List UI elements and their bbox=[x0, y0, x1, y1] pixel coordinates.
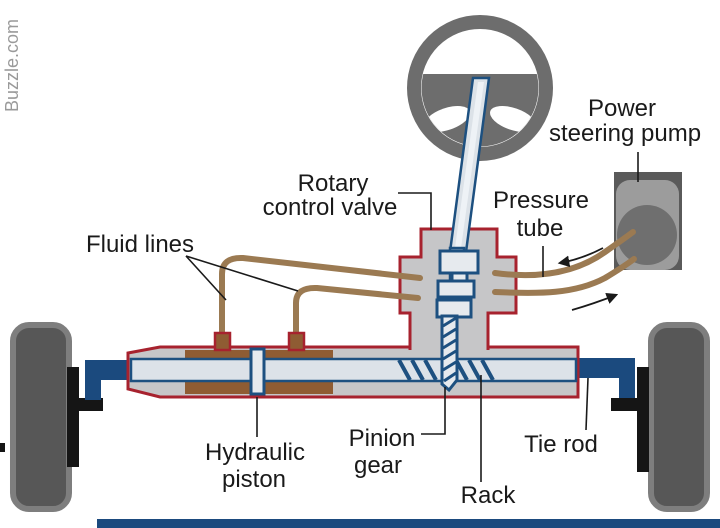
leader-tie-rod bbox=[585, 377, 589, 431]
flow-arrow-left-icon bbox=[557, 247, 604, 268]
fluid-line-1 bbox=[219, 254, 423, 351]
label-tie-rod: Tie rod bbox=[524, 431, 598, 458]
label-pump-line1: Power bbox=[588, 95, 656, 122]
pump-pulley bbox=[617, 205, 677, 265]
pressure-tube-lower bbox=[492, 256, 637, 296]
rotary-control-valve bbox=[435, 246, 480, 393]
flow-arrow-right-icon bbox=[571, 292, 619, 311]
bottom-border-bar bbox=[97, 519, 720, 528]
pinion-threads bbox=[442, 316, 457, 383]
steering-wheel-cutout-right bbox=[490, 105, 536, 133]
column-highlight bbox=[455, 82, 484, 248]
rack-teeth bbox=[397, 359, 495, 381]
wheel-left bbox=[0, 322, 103, 512]
leader-fluid-line-1 bbox=[185, 255, 227, 301]
rack-interior bbox=[129, 347, 578, 396]
pinion-gear bbox=[440, 314, 459, 393]
label-rotary-line2: control valve bbox=[263, 194, 398, 221]
tire-right bbox=[648, 322, 710, 512]
valve-spool-upper bbox=[438, 249, 480, 275]
watermark-text: Buzzle.com bbox=[2, 19, 22, 112]
tie-rod-right bbox=[576, 358, 635, 398]
steering-arm-right bbox=[611, 398, 638, 411]
power-steering-pump bbox=[614, 172, 682, 270]
label-pressure-line1: Pressure bbox=[493, 187, 589, 214]
label-piston-line2: piston bbox=[222, 466, 286, 493]
hydraulic-piston bbox=[249, 347, 266, 396]
label-rotary-line1: Rotary bbox=[298, 170, 369, 197]
valve-spool-middle bbox=[436, 279, 476, 299]
tire-left bbox=[10, 322, 72, 512]
pressure-tube-upper bbox=[492, 229, 636, 279]
valve-spool-lower bbox=[435, 298, 473, 319]
label-pump-line2: steering pump bbox=[549, 120, 701, 147]
leader-lines bbox=[185, 152, 639, 482]
labels: Fluid lines Rotary control valve Pressur… bbox=[86, 95, 701, 509]
flow-arrows bbox=[557, 247, 619, 311]
fluid-port-2 bbox=[287, 331, 306, 352]
spindle-right bbox=[637, 367, 649, 472]
leader-pinion-gear bbox=[421, 387, 446, 435]
pressure-tubes bbox=[492, 229, 637, 296]
label-pinion-line2: gear bbox=[354, 452, 402, 479]
spindle-left bbox=[67, 367, 79, 467]
leader-rotary-valve bbox=[398, 192, 432, 230]
label-fluid-lines: Fluid lines bbox=[86, 231, 194, 258]
label-piston-line1: Hydraulic bbox=[205, 439, 305, 466]
rack-shaft bbox=[129, 357, 578, 383]
edge-mark bbox=[0, 443, 5, 452]
tie-rod-left bbox=[85, 360, 136, 400]
leader-fluid-line-2 bbox=[185, 255, 299, 292]
fluid-port-1 bbox=[213, 331, 232, 352]
wheel-right bbox=[611, 322, 710, 512]
steering-wheel-cutout-left bbox=[424, 105, 470, 133]
label-rack: Rack bbox=[461, 482, 517, 509]
fluid-line-2 bbox=[293, 284, 421, 351]
label-pinion-line1: Pinion bbox=[349, 425, 416, 452]
steering-arm-left bbox=[79, 398, 103, 411]
fluid-lines bbox=[213, 254, 423, 352]
label-pressure-line2: tube bbox=[517, 215, 564, 242]
